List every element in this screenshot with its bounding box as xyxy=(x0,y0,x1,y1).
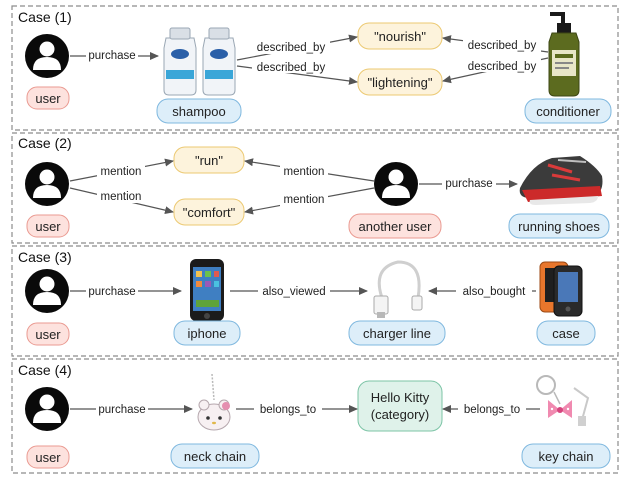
another-user-label: another user xyxy=(359,219,433,234)
case-4-title: Case (4) xyxy=(18,362,72,378)
case-3-user-node xyxy=(26,322,70,346)
conditioner-lightening-label: described_by xyxy=(468,61,537,73)
iphone-label: iphone xyxy=(187,326,226,341)
run-label: "run" xyxy=(195,153,223,168)
charger-line-node xyxy=(348,320,446,346)
conditioner-label: conditioner xyxy=(536,104,600,119)
case-3-user-icon xyxy=(25,269,69,313)
case-node xyxy=(536,320,596,346)
iphone-icon xyxy=(190,259,224,321)
neck-chain-node xyxy=(170,443,260,469)
user-comfort-label: mention xyxy=(101,191,142,203)
running-shoes-label: running shoes xyxy=(518,219,600,234)
key-chain-label: key chain xyxy=(539,449,594,464)
case-2-user-label: user xyxy=(35,219,61,234)
charger-line-label: charger line xyxy=(363,326,431,341)
iphone-node xyxy=(173,320,241,346)
conditioner-icon xyxy=(548,12,580,97)
conditioner-nourish-label: described_by xyxy=(468,40,537,52)
lightening-node xyxy=(357,68,443,96)
comfort-node xyxy=(173,198,245,226)
shampoo-node xyxy=(156,98,242,124)
comfort-label: "comfort" xyxy=(183,205,236,220)
conditioner-node xyxy=(524,98,612,124)
case-1-user-node xyxy=(26,86,70,110)
case-2-panel xyxy=(11,132,619,244)
also-bought-label: also_bought xyxy=(463,286,526,298)
running-shoes-node xyxy=(508,213,610,239)
phone-case-icon xyxy=(539,261,583,317)
running-shoes-icon xyxy=(519,156,603,205)
shampoo-icon xyxy=(163,27,236,96)
case-1-panel xyxy=(11,5,619,131)
another-user-node xyxy=(348,213,442,239)
case-1-user-icon xyxy=(25,34,69,78)
case-3-panel xyxy=(11,245,619,357)
user-run-label: mention xyxy=(101,166,142,178)
shampoo-lightening-label: described_by xyxy=(257,62,326,74)
case-1-user-label: user xyxy=(35,91,61,106)
case-3-user-label: user xyxy=(35,327,61,342)
another-user-icon xyxy=(374,162,418,206)
case-2-user-node xyxy=(26,214,70,238)
shampoo-nourish-label: described_by xyxy=(257,42,326,54)
category-node xyxy=(357,380,443,432)
case-2-user-icon xyxy=(25,162,69,206)
key-chain-node xyxy=(521,443,611,469)
case-label: case xyxy=(552,326,579,341)
case-2-title: Case (2) xyxy=(18,135,72,151)
case-1-title: Case (1) xyxy=(18,9,72,25)
also-viewed-label: also_viewed xyxy=(262,286,325,298)
key-chain-icon xyxy=(536,375,590,426)
case-4-purchase-label: purchase xyxy=(98,404,145,416)
shampoo-label: shampoo xyxy=(172,104,225,119)
case-4-user-node xyxy=(26,445,70,469)
case-2-purchase-label: purchase xyxy=(445,178,492,190)
neck-chain-label: neck chain xyxy=(184,449,246,464)
charger-line-icon xyxy=(373,260,423,318)
case-4-user-label: user xyxy=(35,450,61,465)
case-3-title: Case (3) xyxy=(18,249,72,265)
case-4-user-icon xyxy=(25,387,69,431)
category-line-2: (category) xyxy=(371,407,430,422)
case-1-purchase-label: purchase xyxy=(88,50,135,62)
nourish-node xyxy=(357,22,443,50)
nourish-label: "nourish" xyxy=(374,29,426,44)
run-node xyxy=(173,146,245,174)
case-3-purchase-label: purchase xyxy=(88,286,135,298)
key-chain-category-label: belongs_to xyxy=(464,404,520,416)
lightening-label: "lightening" xyxy=(368,75,433,90)
neck-chain-icon xyxy=(197,373,231,431)
category-line-1: Hello Kitty xyxy=(371,390,430,405)
another-user-run-label: mention xyxy=(284,166,325,178)
another-user-comfort-label: mention xyxy=(284,194,325,206)
neck-chain-category-label: belongs_to xyxy=(260,404,316,416)
